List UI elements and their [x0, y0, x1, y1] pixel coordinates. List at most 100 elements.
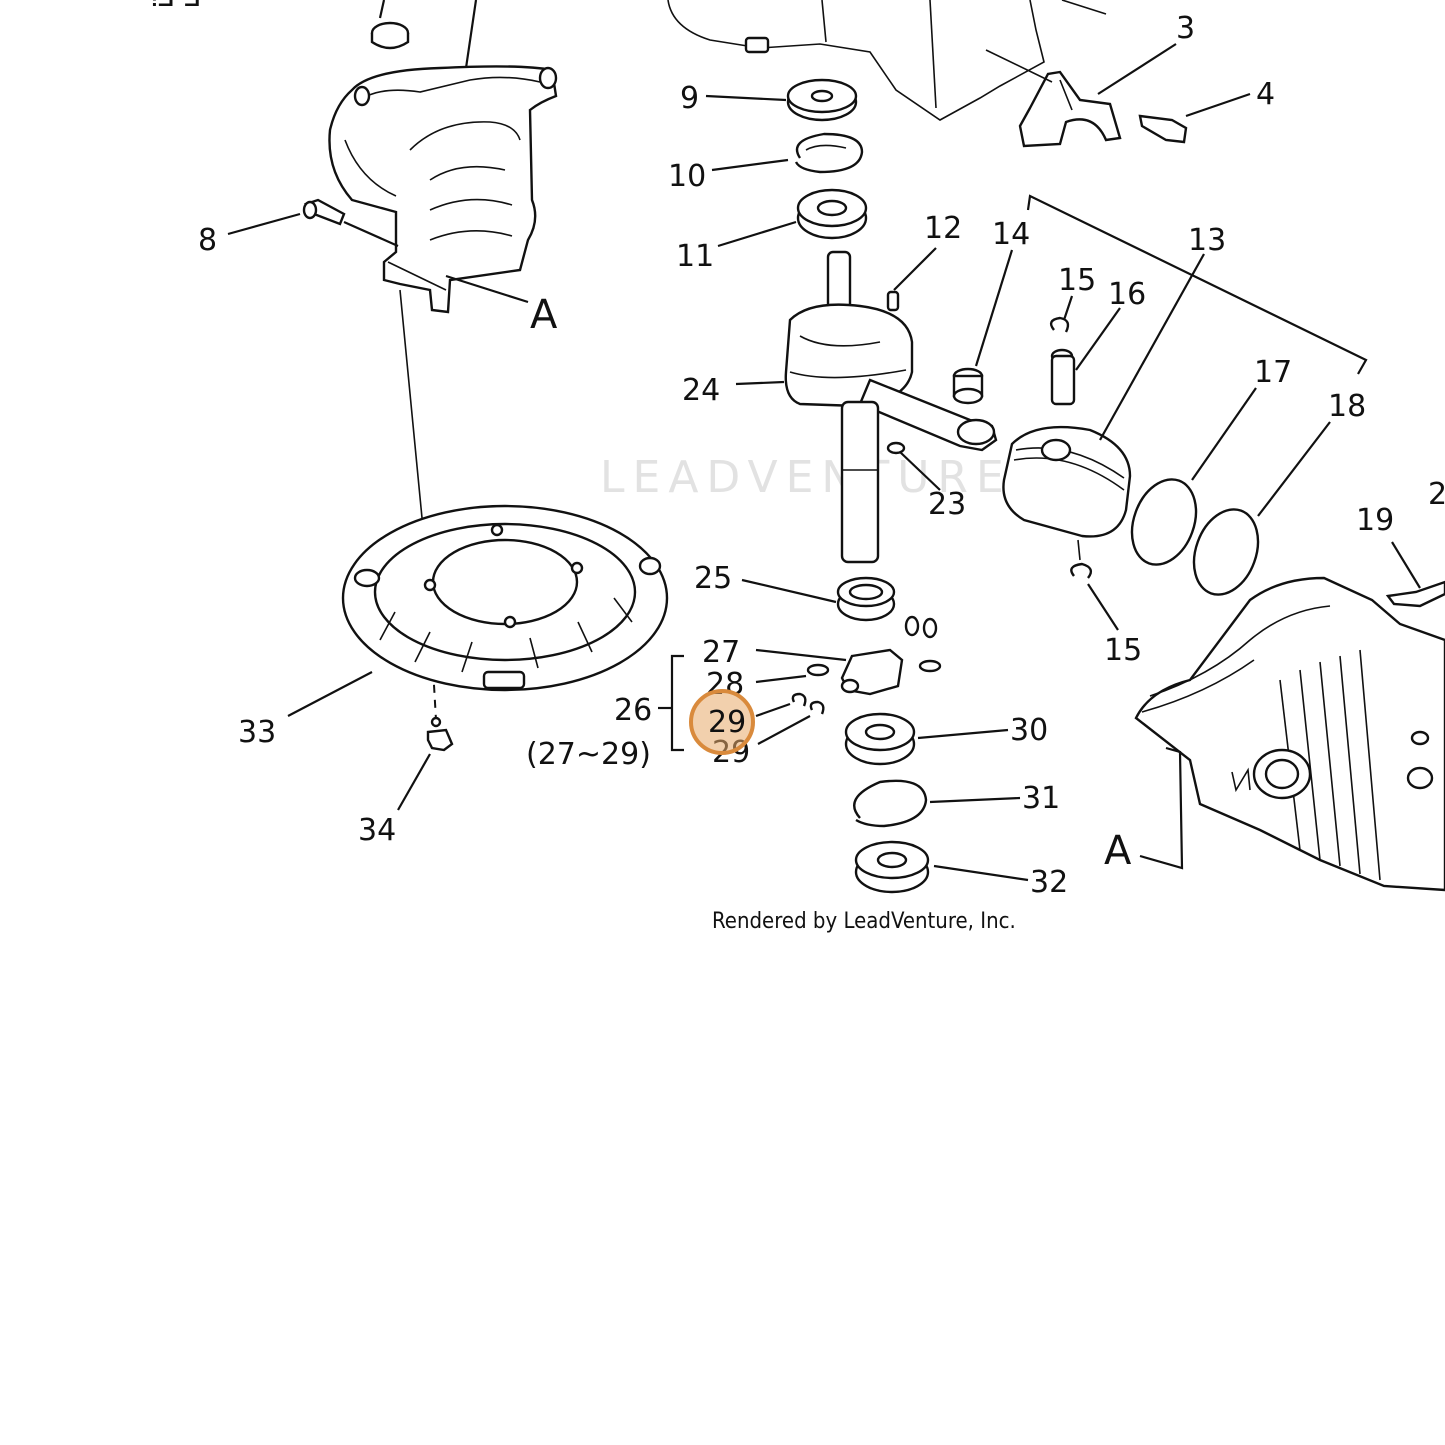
leader-29b	[757, 715, 811, 745]
label-30[interactable]: 30	[1010, 713, 1048, 748]
part-bearing-11[interactable]	[796, 188, 868, 240]
label-32[interactable]: 32	[1030, 865, 1068, 900]
label-11[interactable]: 11	[676, 239, 714, 274]
leader-17	[1191, 387, 1257, 481]
part-top-cap[interactable]	[370, 0, 410, 50]
leader-28	[755, 674, 807, 684]
label-8[interactable]: 8	[198, 223, 217, 258]
label-29a[interactable]: 29	[708, 705, 746, 740]
part-crankcase-upper[interactable]	[328, 65, 558, 314]
leader-13	[1099, 253, 1205, 441]
leader-3	[1097, 43, 1177, 95]
part-washer-9[interactable]	[786, 78, 858, 122]
label-A-bottom[interactable]: A	[1104, 828, 1132, 874]
bracket-A-bottom	[1139, 746, 1184, 870]
label-9[interactable]: 9	[680, 81, 699, 116]
leader-25	[741, 578, 837, 604]
part-roller-28[interactable]	[806, 663, 830, 677]
part-hose-19[interactable]	[1385, 580, 1445, 608]
leader-3b	[985, 49, 1053, 83]
leader-4	[1185, 92, 1251, 118]
label-33[interactable]: 33	[238, 715, 276, 750]
label-24[interactable]: 24	[682, 373, 720, 408]
label-10[interactable]: 10	[668, 159, 706, 194]
label-26[interactable]: 26	[614, 693, 652, 728]
label-31[interactable]: 31	[1022, 781, 1060, 816]
label-3[interactable]: 3	[1176, 11, 1195, 46]
part-stator-plate-33[interactable]	[341, 504, 669, 692]
part-bearing-23[interactable]	[886, 441, 906, 455]
watermark-text: LEADVENTURE	[600, 452, 1012, 503]
label-27-29[interactable]: (27~29)	[526, 737, 651, 772]
part-circlip-31[interactable]	[853, 779, 928, 828]
part-pin-16[interactable]	[1050, 348, 1076, 406]
leader-16	[1075, 307, 1121, 371]
label-14[interactable]: 14	[992, 217, 1030, 252]
part-seal-32[interactable]	[854, 840, 930, 894]
leader-24	[735, 380, 785, 386]
part-bolt-4[interactable]	[1138, 114, 1188, 144]
leader-19	[1391, 541, 1421, 589]
label-top-clipped: ⵑ⅃ʼ⅃	[150, 0, 202, 14]
part-small-clips[interactable]	[904, 615, 942, 673]
leader-23	[899, 451, 941, 491]
part-cover-outline	[667, 0, 1107, 121]
part-bolt-8[interactable]	[302, 198, 346, 226]
leader-15b	[1087, 583, 1119, 631]
leader-10	[711, 158, 789, 172]
part-bearing-30[interactable]	[844, 712, 916, 766]
leader-8b	[343, 220, 399, 248]
part-screw-34[interactable]	[426, 716, 454, 752]
part-spring-29[interactable]	[791, 692, 825, 715]
part-seal-25[interactable]	[836, 576, 896, 622]
label-27[interactable]: 27	[702, 635, 740, 670]
leader-32	[933, 864, 1029, 882]
label-17[interactable]: 17	[1254, 355, 1292, 390]
label-15a[interactable]: 15	[1058, 263, 1096, 298]
leader-A-top	[445, 274, 529, 304]
label-18[interactable]: 18	[1328, 389, 1366, 424]
label-2x-clipped[interactable]: 2	[1428, 477, 1445, 512]
leader-31	[929, 796, 1021, 804]
part-clip-15b[interactable]	[1070, 562, 1093, 579]
part-cylinder[interactable]	[1134, 576, 1445, 892]
leader-34	[397, 753, 431, 811]
axis-15b	[1077, 539, 1081, 561]
leader-33	[287, 671, 373, 717]
part-ring-18[interactable]	[1183, 500, 1269, 603]
label-16[interactable]: 16	[1108, 277, 1146, 312]
part-bearing-14[interactable]	[952, 367, 984, 405]
leader-29a	[755, 702, 791, 718]
part-key-12[interactable]	[886, 290, 900, 312]
label-13[interactable]: 13	[1188, 223, 1226, 258]
label-12[interactable]: 12	[924, 211, 962, 246]
label-A-top[interactable]: A	[530, 292, 558, 338]
leader-30	[917, 728, 1009, 740]
part-crankshaft-24[interactable]	[784, 250, 998, 564]
leader-9	[705, 94, 787, 102]
label-19[interactable]: 19	[1356, 503, 1394, 538]
leader-14	[974, 249, 1014, 367]
leader-top	[464, 0, 478, 69]
label-4[interactable]: 4	[1256, 77, 1275, 112]
label-15b[interactable]: 15	[1104, 633, 1142, 668]
leader-11	[717, 220, 797, 248]
leader-8	[227, 212, 301, 236]
bracket-13-18	[1026, 194, 1368, 375]
label-34[interactable]: 34	[358, 813, 396, 848]
part-piston-13[interactable]	[1002, 425, 1132, 538]
leader-27	[755, 648, 847, 662]
leader-15a	[1062, 295, 1074, 321]
leader-18	[1257, 421, 1331, 517]
credit-text: Rendered by LeadVenture, Inc.	[712, 909, 1016, 934]
bracket-26	[670, 654, 684, 752]
part-clamp-3[interactable]	[1018, 70, 1122, 148]
label-23[interactable]: 23	[928, 487, 966, 522]
part-ring-17[interactable]	[1121, 470, 1207, 573]
label-25[interactable]: 25	[694, 561, 732, 596]
part-circlip-10[interactable]	[794, 132, 864, 174]
hotspot-29-highlight[interactable]: 29	[689, 689, 755, 755]
part-clip-15a[interactable]	[1049, 316, 1070, 333]
part-holder-27[interactable]	[840, 648, 904, 696]
